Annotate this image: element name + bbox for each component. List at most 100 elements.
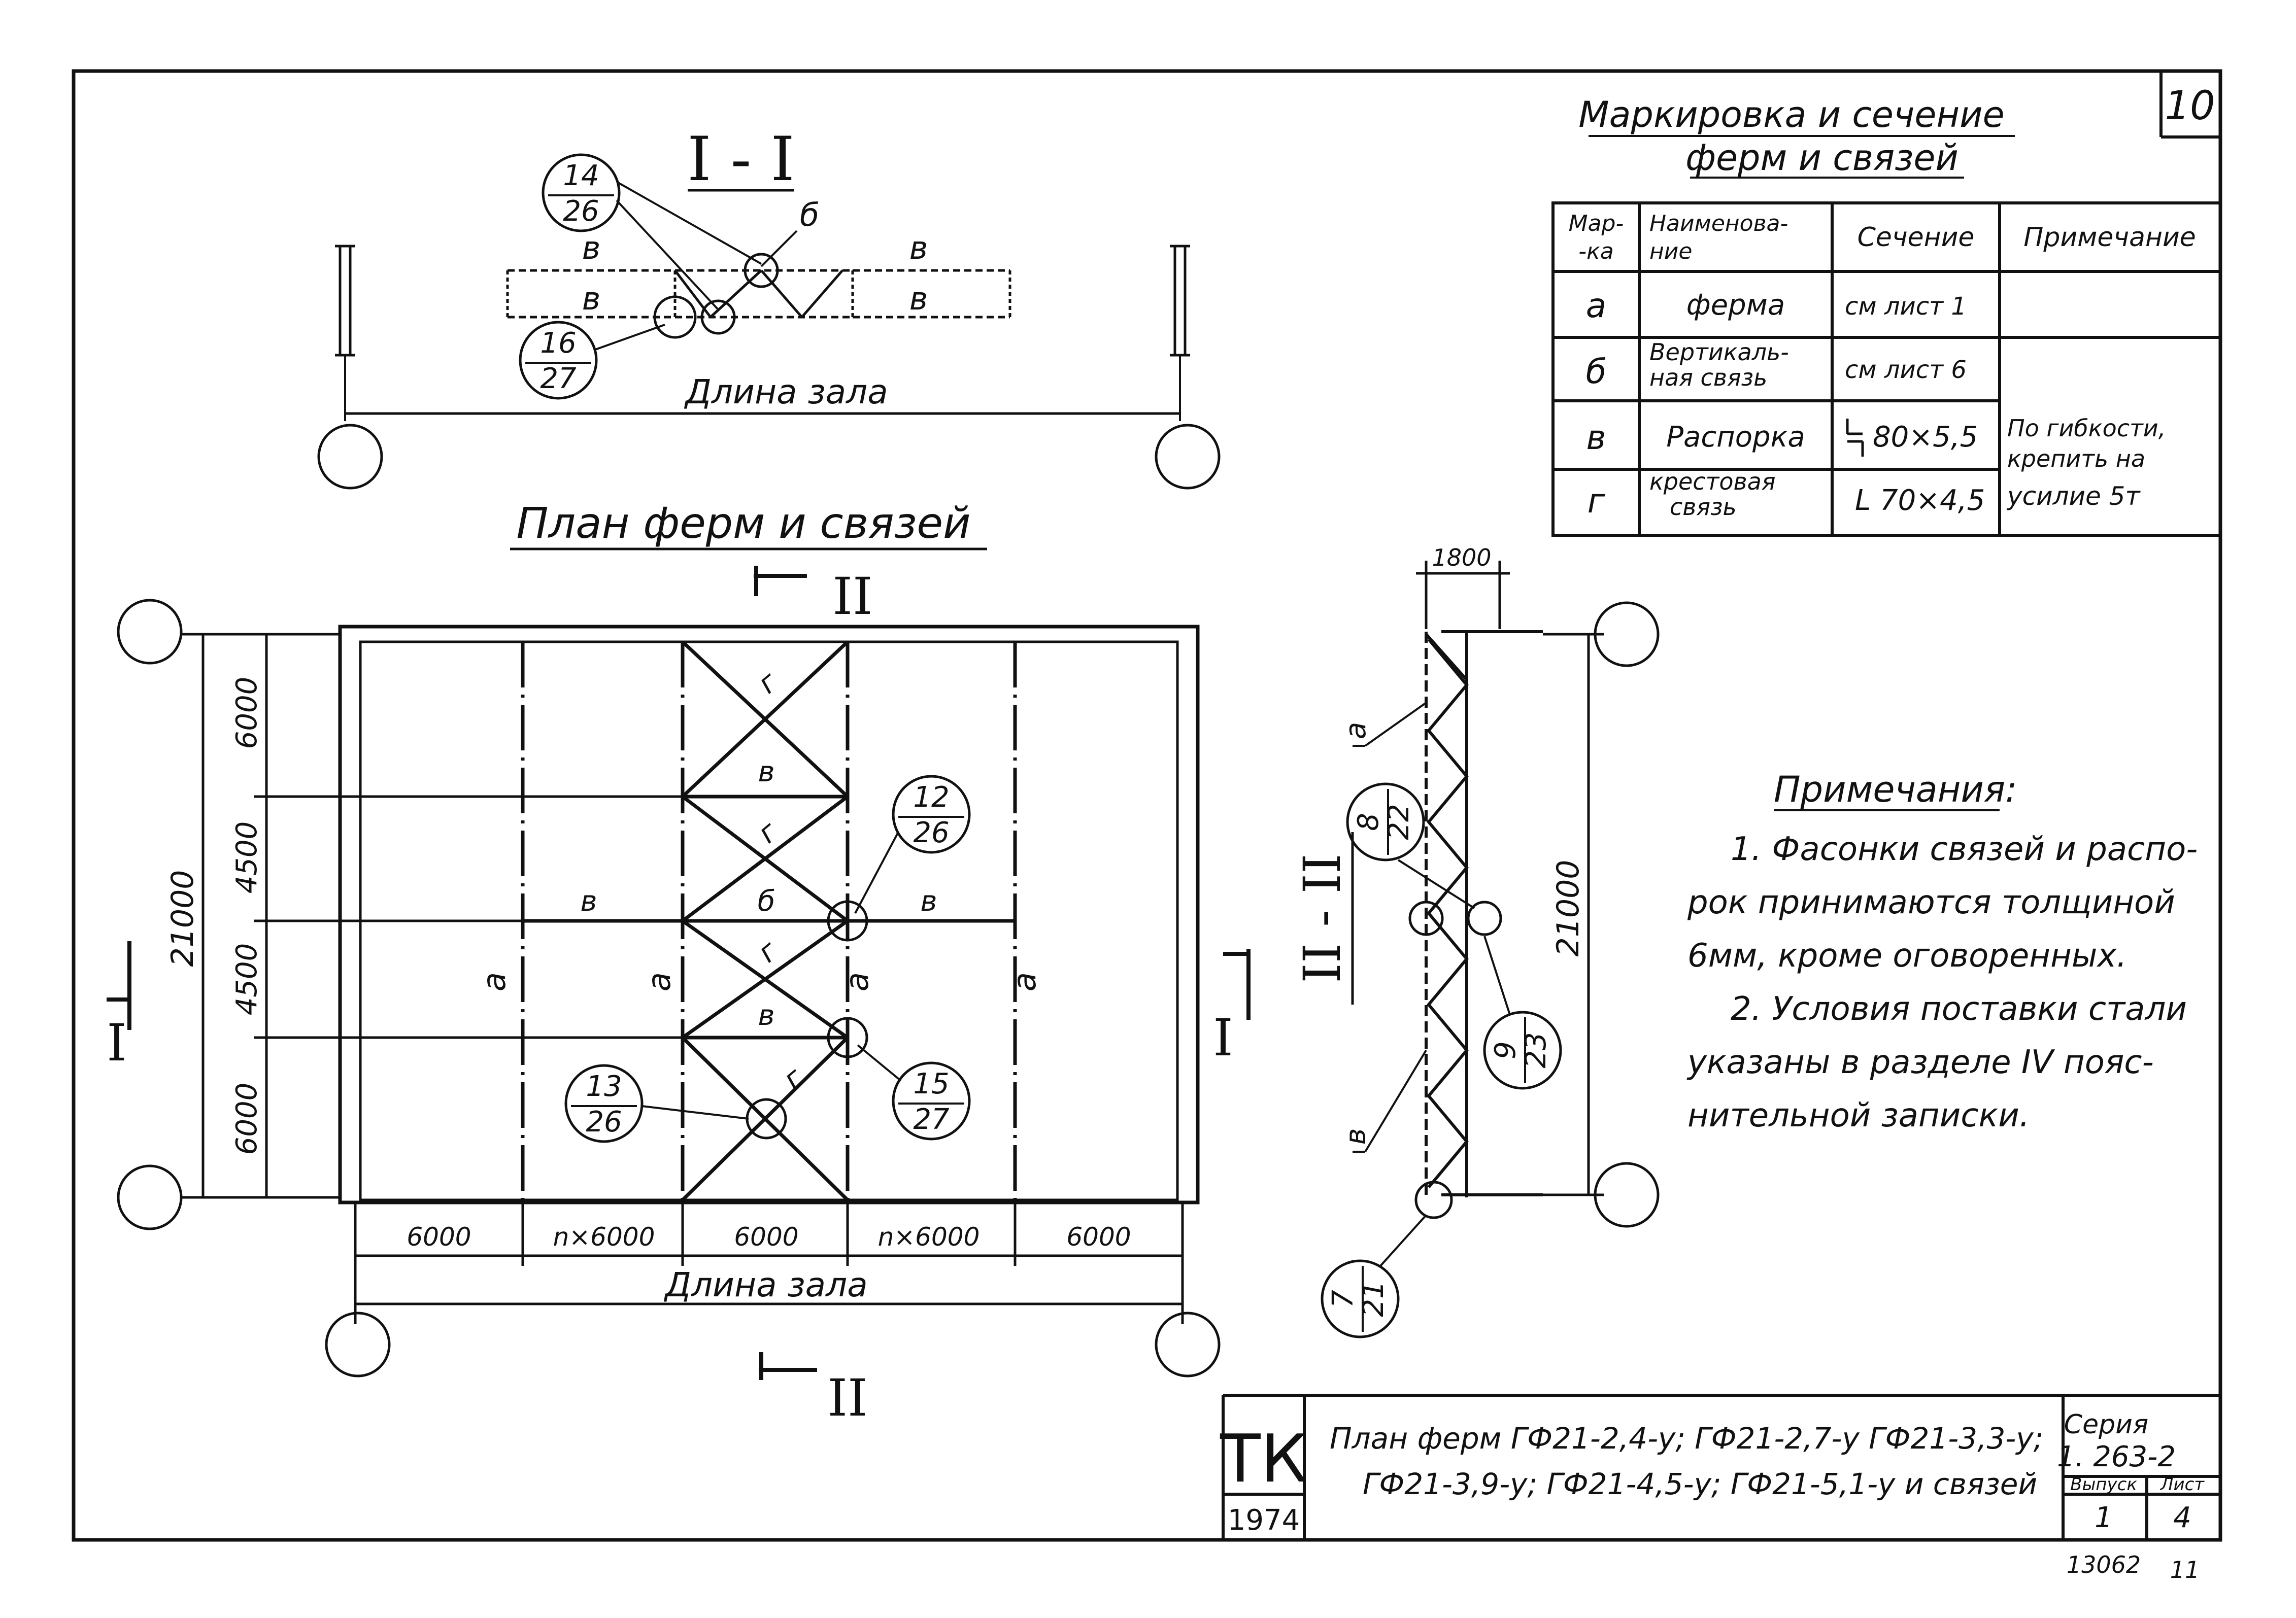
table-header-name-2: ние	[1649, 238, 1692, 264]
table-header-mark-2: -ка	[1578, 238, 1613, 264]
truss-label-2: а	[640, 972, 678, 991]
double-angle-icon	[1846, 419, 1864, 457]
svg-text:8: 8	[1352, 813, 1385, 831]
section-marker-I-left: I	[107, 941, 131, 1073]
plan-title: План ферм и связей	[516, 498, 970, 548]
cross-label-2: г	[752, 815, 785, 850]
issue-value: 1	[2095, 1501, 2113, 1534]
axis-bubble	[1594, 601, 1660, 667]
table-note-1: По гибкости,	[2007, 415, 2166, 442]
stamp-right: 11	[2170, 1556, 2200, 1583]
svg-text:14: 14	[563, 159, 599, 192]
svg-text:26: 26	[586, 1106, 622, 1139]
issue-label: Выпуск	[2070, 1474, 2137, 1495]
section-I-title: I - I	[687, 124, 795, 195]
braced-bay	[523, 640, 1015, 1201]
dim-left-4: 6000	[230, 1083, 263, 1155]
table-title-line2: ферм и связей	[1685, 137, 1959, 179]
notes-line4: 2. Условия поставки стали	[1731, 990, 2187, 1028]
svg-text:I: I	[107, 1013, 127, 1073]
title-block-line1: План ферм ГФ21-2,4-у; ГФ21-2,7-у ГФ21-3,…	[1330, 1421, 2043, 1456]
section-II-node-circle	[1414, 1181, 1453, 1219]
table-row-g-mark: г	[1588, 481, 1605, 521]
sheet-value: 4	[2173, 1501, 2191, 1534]
table-row-g-name-1: крестовая	[1649, 468, 1776, 495]
dim-bottom-5: 6000	[1066, 1222, 1131, 1252]
section-II-II: II - II 1800 21000	[1293, 544, 1660, 1338]
sheet-number: 10	[2165, 83, 2215, 129]
callout-15-27: 15 27	[857, 1044, 971, 1141]
svg-text:12: 12	[913, 781, 949, 814]
table-row-v-name: Распорка	[1666, 421, 1805, 454]
svg-text:16: 16	[540, 327, 576, 360]
svg-text:II: II	[832, 567, 872, 626]
section-I-length-label: Длина зала	[684, 372, 888, 411]
section-II-dim-height: 21000	[1550, 860, 1586, 957]
table-row-a-name: ферма	[1686, 289, 1785, 322]
table-row-a-mark: а	[1586, 286, 1606, 325]
table-row-b-mark: б	[1586, 352, 1607, 391]
dim-bottom-3: 6000	[734, 1222, 798, 1252]
section-I-strut-label-4: в	[909, 280, 928, 317]
strut-label-1: в	[758, 755, 774, 788]
section-I-I: I - I	[317, 124, 1221, 490]
svg-text:26: 26	[913, 816, 949, 849]
svg-text:27: 27	[540, 362, 577, 395]
table-row-b-section: см лист 6	[1845, 356, 1967, 384]
section-II-label-a: а	[1339, 722, 1372, 739]
table-header-name-1: Наименова-	[1649, 211, 1788, 236]
table-row-b-name-1: Вертикаль-	[1649, 338, 1789, 366]
section-I-strut-label-2: в	[582, 280, 601, 317]
svg-text:9: 9	[1489, 1041, 1522, 1059]
table-header-note: Примечание	[2023, 222, 2196, 253]
marking-table: Маркировка и сечение ферм и связей Мар- …	[1551, 94, 2222, 537]
section-II-node-circle	[1467, 901, 1502, 936]
title-block-line2: ГФ21-3,9-у; ГФ21-4,5-у; ГФ21-5,1-у и свя…	[1363, 1467, 2037, 1501]
section-I-node-circle-a	[653, 295, 697, 339]
svg-text:13: 13	[586, 1070, 622, 1103]
notes: Примечания: 1. Фасонки связей и распо- р…	[1686, 769, 2198, 1134]
table-note-3: усилие 5т	[2006, 481, 2141, 511]
table-header-section: Сечение	[1858, 222, 1975, 253]
axis-bubble	[1594, 1162, 1660, 1228]
section-I-node-circle-b	[744, 253, 779, 288]
table-row-g-section: L 70×4,5	[1855, 484, 1985, 517]
plan-length-label: Длина зала	[663, 1265, 867, 1304]
plan-view: План ферм и связей II II I I	[107, 498, 1251, 1428]
section-I-left-column	[335, 245, 355, 357]
plan-node-circle	[827, 1017, 868, 1058]
callout-7-21: 7 21	[1321, 1214, 1427, 1338]
title-block-org: ТК	[1220, 1420, 1307, 1497]
notes-line1: 1. Фасонки связей и распо-	[1731, 831, 2198, 868]
section-II-truss	[1425, 630, 1543, 1197]
truss-label-1: а	[476, 972, 513, 991]
axis-bubble	[117, 1164, 183, 1230]
plan-bottom-dimensions	[354, 1202, 1184, 1324]
section-marker-II-bottom: II	[759, 1352, 868, 1428]
callout-14-26: 14 26	[542, 153, 762, 311]
svg-text:II: II	[827, 1368, 867, 1428]
notes-line6: нительной записки.	[1687, 1097, 2030, 1134]
plan-node-circle	[827, 900, 868, 942]
table-row-a-section: см лист 1	[1845, 292, 1967, 321]
notes-line3: 6мм, кроме оговоренных.	[1687, 937, 2127, 975]
title-block: ТК 1974 План ферм ГФ21-2,4-у; ГФ21-2,7-у…	[1220, 1394, 2220, 1583]
stamp-left: 13062	[2067, 1551, 2141, 1578]
notes-line5: указаны в разделе IV пояс-	[1686, 1044, 2154, 1081]
svg-text:7: 7	[1327, 1290, 1360, 1308]
dim-bottom-1: 6000	[407, 1222, 471, 1252]
table-row-g-name-2: связь	[1670, 493, 1737, 521]
callout-16-27: 16 27	[519, 321, 665, 400]
svg-text:26: 26	[563, 195, 599, 228]
section-II-label-v: в	[1339, 1128, 1372, 1145]
svg-text:22: 22	[1382, 804, 1415, 840]
table-row-v-section: 80×5,5	[1873, 421, 1978, 454]
sheet-label: Лист	[2159, 1474, 2205, 1495]
svg-text:I: I	[1213, 1008, 1233, 1068]
truss-label-3: а	[838, 972, 875, 991]
section-marker-II-top: II	[754, 566, 873, 626]
section-I-strut-label-3: в	[909, 229, 928, 266]
table-row-v-mark: в	[1586, 418, 1606, 457]
table-row-b-name-2: ная связь	[1649, 364, 1767, 391]
title-block-year: 1974	[1228, 1504, 1300, 1537]
